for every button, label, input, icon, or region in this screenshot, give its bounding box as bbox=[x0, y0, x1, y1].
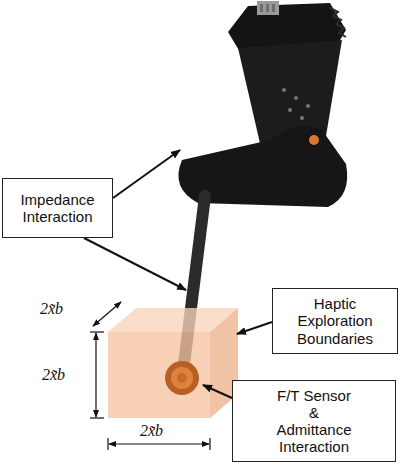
callout-text: Impedance Interaction bbox=[13, 191, 103, 226]
dimension-label: 2x̃b bbox=[140, 422, 163, 440]
dimension-lines bbox=[90, 302, 210, 450]
dimension-label: 2x̃b bbox=[40, 300, 63, 318]
exploration-cube bbox=[108, 308, 238, 418]
dimension-label: 2x̃b bbox=[42, 366, 65, 384]
callout-text: F/T Sensor & Admittance Interaction bbox=[272, 387, 356, 456]
callout-text: Haptic Exploration Boundaries bbox=[285, 295, 385, 347]
callout-box: Impedance Interaction bbox=[2, 178, 113, 238]
callout-box: Haptic Exploration Boundaries bbox=[272, 288, 398, 354]
ft-sensor bbox=[165, 361, 199, 395]
callout-box: F/T Sensor & Admittance Interaction bbox=[232, 380, 396, 462]
